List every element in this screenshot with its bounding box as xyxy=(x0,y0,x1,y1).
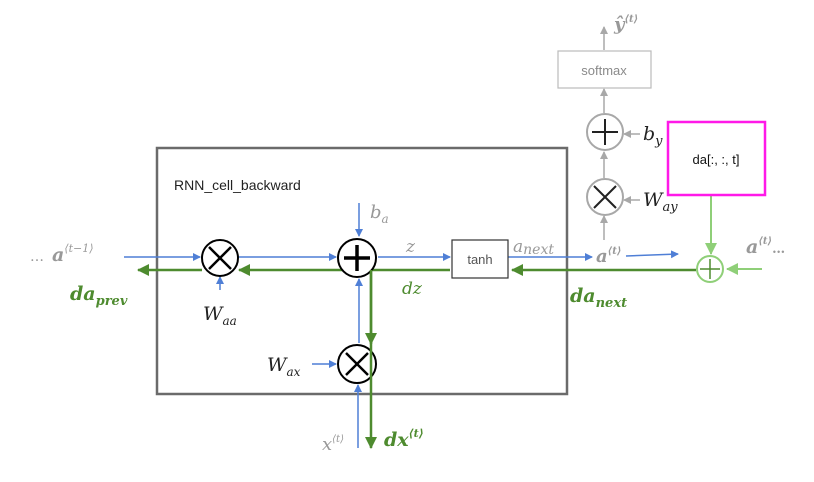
multiply-node-waa xyxy=(201,239,239,277)
x-t-label: x⟨t⟩ xyxy=(322,434,344,455)
multiply-node-wax xyxy=(337,344,377,384)
z-label: z xyxy=(405,237,416,257)
da-prev-label: daprev xyxy=(70,283,128,309)
add-node-ba xyxy=(337,238,377,278)
cell-title: RNN_cell_backward xyxy=(174,177,301,193)
tanh-box xyxy=(451,239,509,279)
accumulate-add-node xyxy=(696,255,724,283)
da-next-label: danext xyxy=(570,285,627,311)
a-prev-label: …a⟨t−1⟩ xyxy=(30,242,94,266)
wax-label: Wax xyxy=(267,354,301,379)
dz-label: dz xyxy=(402,279,423,299)
softmax-label: softmax xyxy=(581,63,627,78)
dx-t-label: dx⟨t⟩ xyxy=(384,427,424,451)
softmax-box xyxy=(557,50,652,89)
y-hat-label: ŷ⟨t⟩ xyxy=(613,14,638,35)
da-slice-label: da[:, :, t] xyxy=(693,152,740,167)
way-label: Way xyxy=(643,189,678,215)
by-label: by xyxy=(643,123,663,149)
a-t-right-label: a⟨t⟩… xyxy=(746,236,785,258)
a-next-label: anext xyxy=(513,237,554,258)
a-t-label: a⟨t⟩ xyxy=(596,246,621,267)
tanh-label: tanh xyxy=(467,252,492,267)
da-slice-box xyxy=(666,120,767,197)
ba-label: ba xyxy=(370,202,389,226)
waa-label: Waa xyxy=(203,303,237,328)
a-t-right-arrow xyxy=(625,250,679,259)
multiply-node-way xyxy=(586,178,624,216)
add-node-by xyxy=(586,113,624,151)
